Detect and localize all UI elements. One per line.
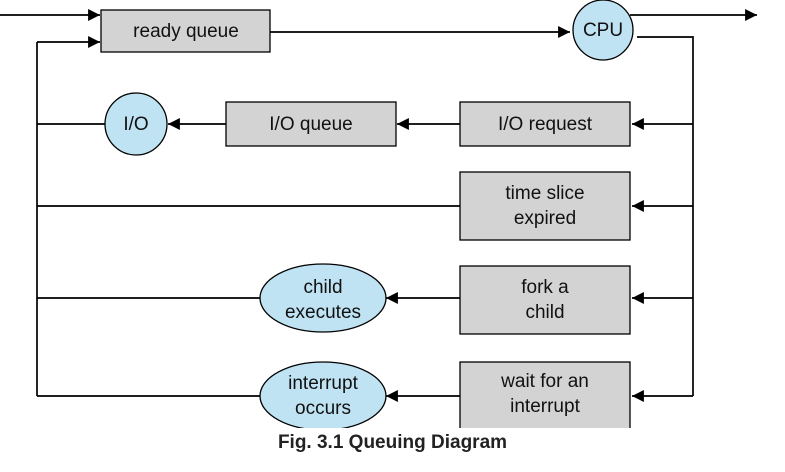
child-executes-node [259, 263, 387, 333]
fork-child-label-line2: child [525, 302, 564, 323]
time-slice-label-line1: time slice [505, 183, 584, 204]
ready-queue-box [100, 9, 271, 53]
io-device-node [104, 92, 168, 156]
cpu-node [572, 0, 634, 61]
io-queue-box [225, 101, 397, 147]
io-device-label: I/O [123, 114, 148, 135]
time-slice-box [459, 171, 631, 241]
cpu-label: CPU [583, 20, 623, 41]
interrupt-occurs-label-line1: interrupt [288, 373, 358, 394]
interrupt-occurs-label-line2: occurs [295, 398, 351, 419]
wait-interrupt-box [459, 361, 631, 431]
child-executes-label-line2: executes [285, 302, 361, 323]
figure-caption: Fig. 3.1 Queuing Diagram [277, 432, 508, 453]
time-slice-label-line2: expired [514, 208, 576, 229]
fork-child-box [459, 265, 631, 335]
ready-queue-label: ready queue [133, 21, 239, 42]
wait-interrupt-label-line1: wait for an [500, 371, 589, 392]
io-request-box [459, 101, 631, 147]
fork-child-label-line1: fork a [521, 277, 569, 298]
crop-mask [0, 428, 785, 472]
child-executes-label-line1: child [303, 277, 342, 298]
io-request-label: I/O request [498, 114, 593, 135]
wait-interrupt-label-line2: interrupt [510, 396, 580, 417]
io-queue-label: I/O queue [269, 114, 352, 135]
cpu-branch-line [637, 36, 694, 396]
